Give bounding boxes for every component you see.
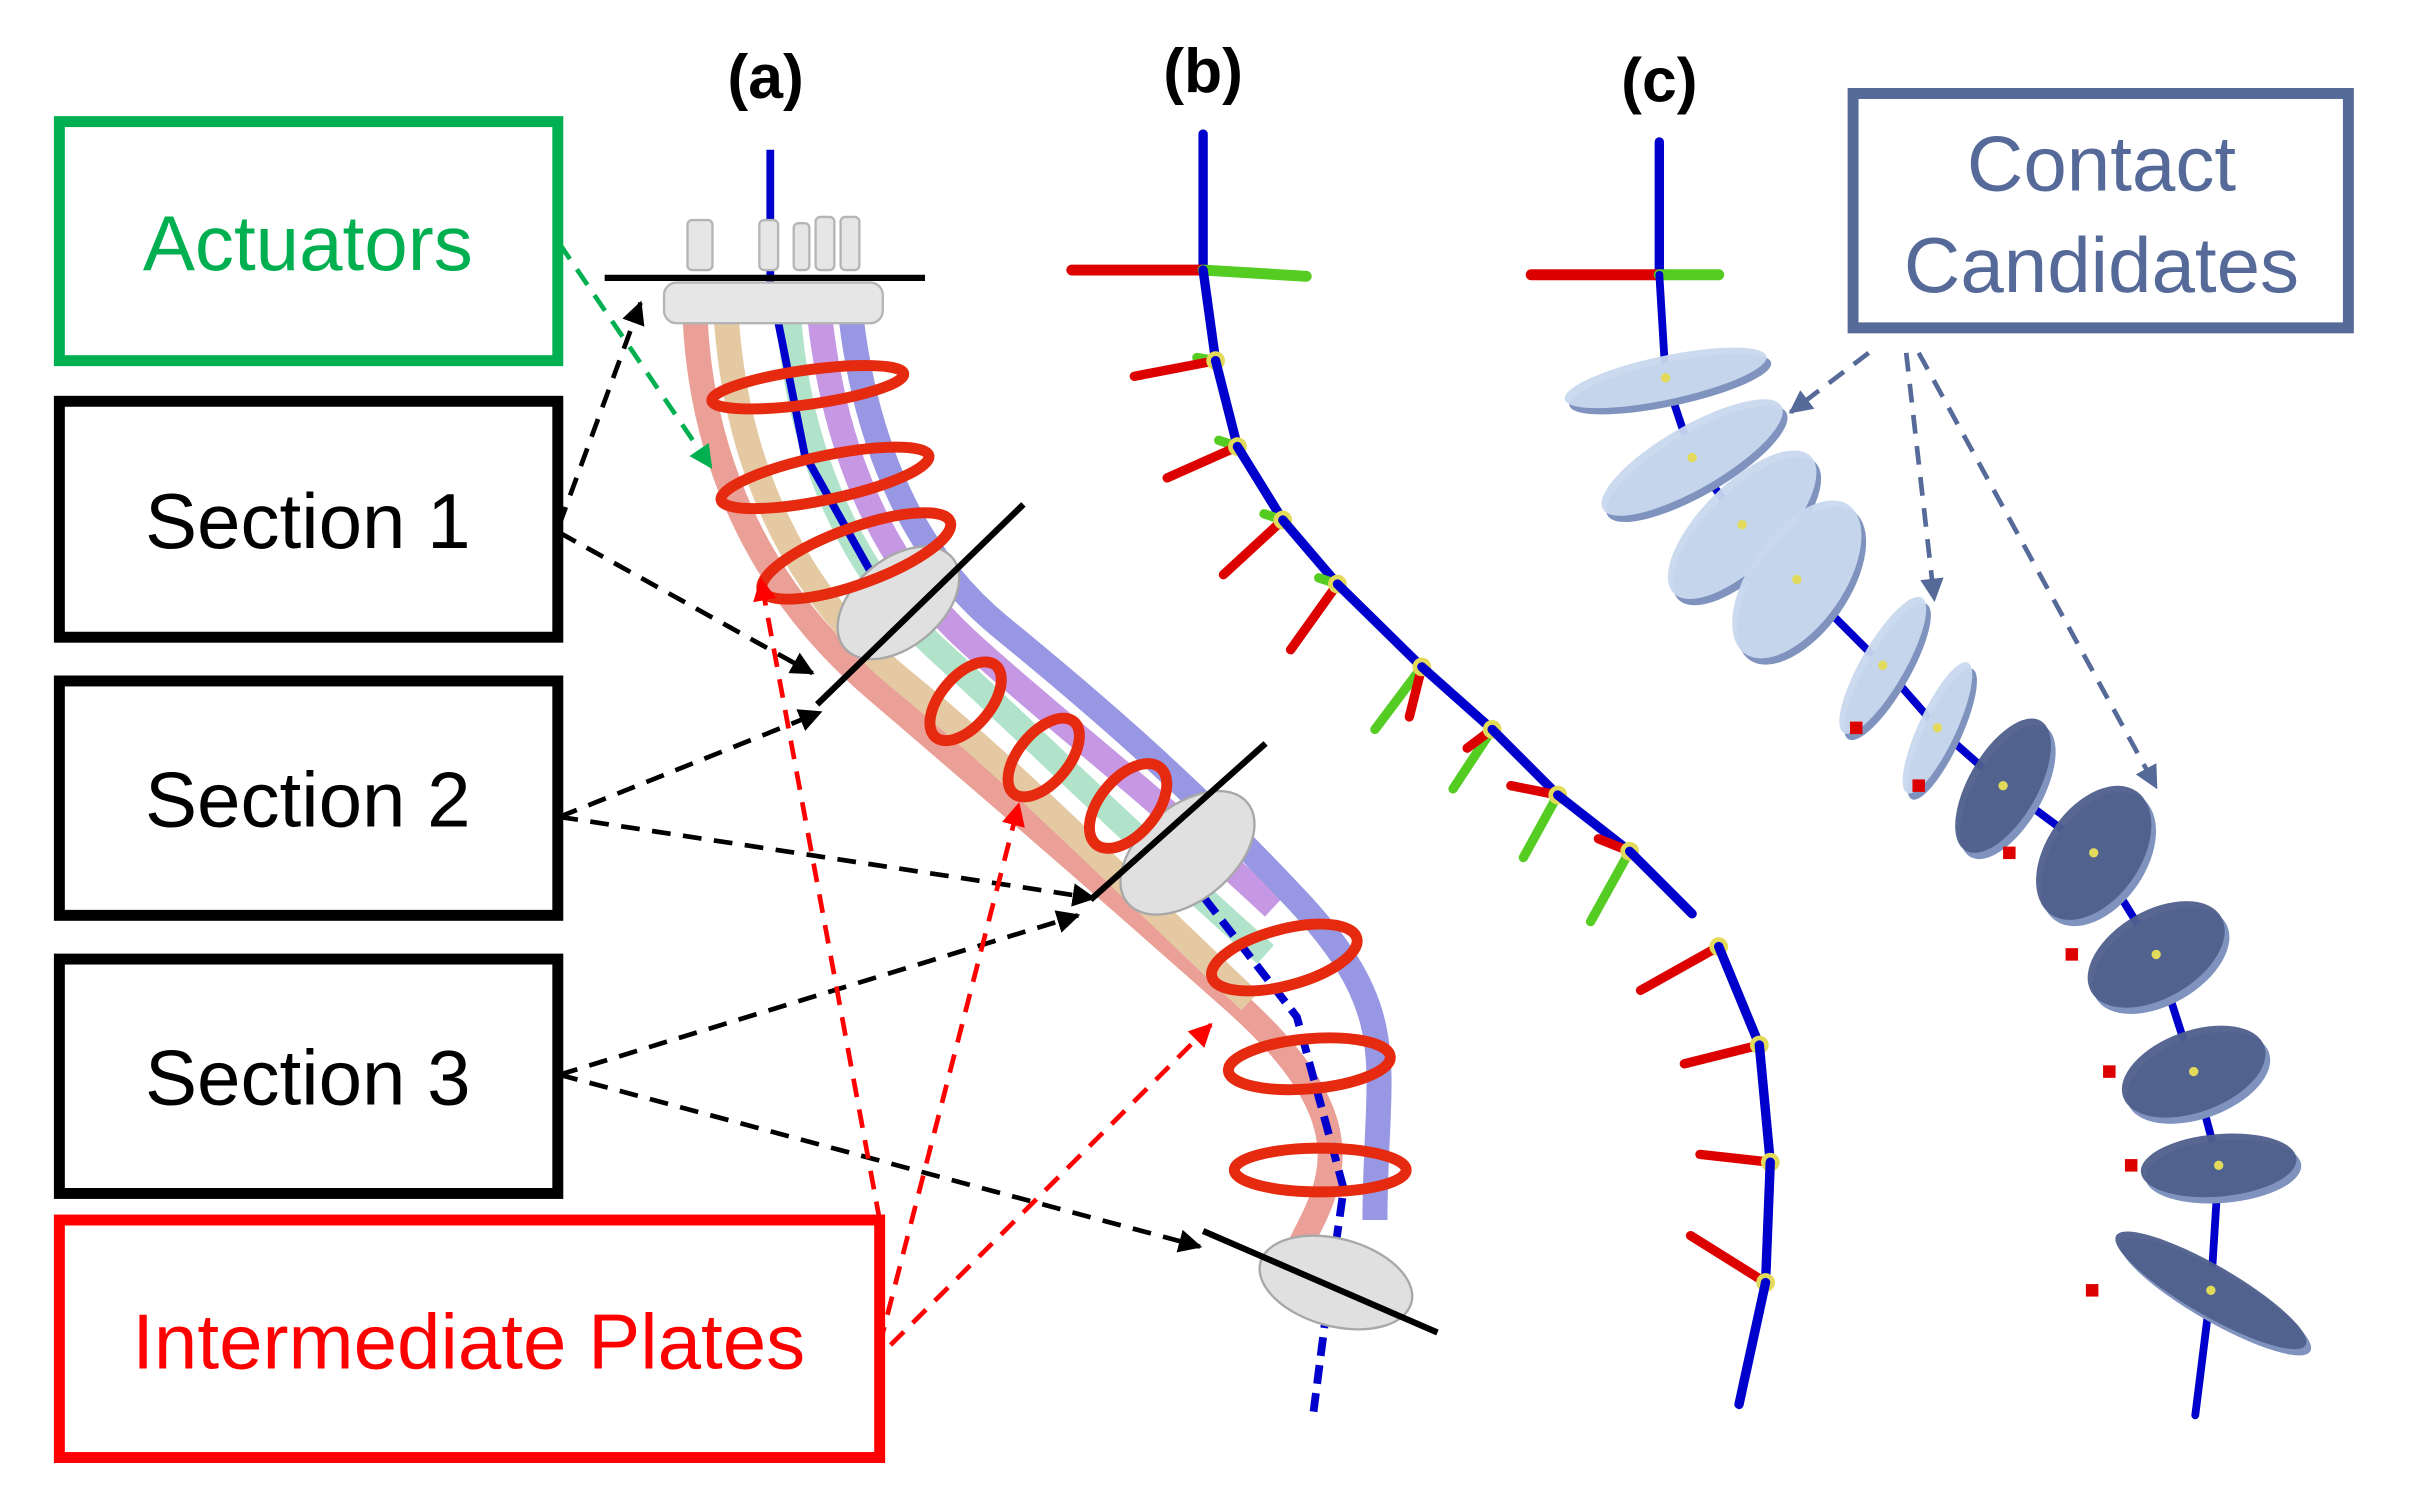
plate: [1002, 712, 1085, 803]
arrow-plates-2: [877, 802, 1025, 1346]
arrow-contact-3: [1916, 351, 2159, 790]
x-axis: [1695, 1149, 1775, 1167]
callout-intermediate-plates-label: Intermediate Plates: [132, 1297, 805, 1385]
section-boundary-1-2: [814, 502, 1026, 707]
arrow-actuators: [557, 242, 713, 469]
backbone-segment: [1754, 1040, 1775, 1167]
callout-intermediate-plates: Intermediate Plates: [53, 1214, 886, 1463]
actuator-blocks: [662, 215, 884, 325]
backbone-segment: [1760, 1157, 1775, 1288]
joint: [2089, 848, 2099, 858]
joint: [1932, 723, 1943, 733]
y-axis: [1518, 790, 1563, 863]
actuator-block: [814, 215, 836, 272]
panel-c-disks: [1525, 137, 2312, 1420]
callout-section-3-label: Section 3: [145, 1033, 471, 1121]
arrow-section2-bottom: [559, 814, 1097, 907]
backbone-segment: [1278, 515, 1343, 589]
coupler-1: [836, 545, 961, 661]
actuator-block: [686, 218, 714, 272]
x-axis-stub: [2003, 846, 2016, 860]
backbone-segment: [1332, 579, 1427, 672]
arrow-section1-top: [557, 300, 645, 526]
callout-contact-candidates: Contact Candidates: [1847, 88, 2354, 334]
x-axis-stub: [2103, 1065, 2116, 1078]
joint: [1660, 373, 1671, 383]
callout-actuators-label: Actuators: [143, 199, 473, 287]
arrow-contact-1: [1788, 350, 1871, 415]
leader-arrows: [557, 242, 2159, 1347]
joint: [2214, 1160, 2224, 1171]
y-axis: [1585, 846, 1635, 927]
joint: [1737, 520, 1747, 530]
joint: [1792, 574, 1802, 585]
joint: [1998, 780, 2008, 791]
backbone-tip: [1734, 1277, 1771, 1410]
plate: [924, 656, 1007, 747]
plate: [1206, 918, 1363, 997]
plate: [1228, 1142, 1412, 1198]
callout-actuators: Actuators: [53, 116, 564, 367]
tube-1: [682, 320, 1343, 1257]
arrow-plates-3: [888, 1023, 1213, 1347]
arrow-section3-top: [558, 910, 1081, 1077]
panel-b-frames: [1066, 129, 1780, 1410]
plate: [1222, 1032, 1396, 1096]
panel-label-a: (a): [727, 42, 803, 112]
panel-label-c: (c): [1621, 45, 1697, 115]
x-axis: [1635, 941, 1724, 996]
x-axis: [1218, 515, 1288, 580]
callout-contact-candidates-line1: Contact: [1967, 119, 2236, 207]
arrow-plates-1: [753, 577, 882, 1221]
actuator-block: [839, 215, 861, 272]
section-boundary-end: [1201, 1228, 1439, 1336]
x-axis-stub: [2065, 948, 2079, 961]
x-axis: [1285, 579, 1343, 655]
backbone-segment: [1232, 441, 1288, 525]
arrow-contact-2: [1903, 352, 1944, 603]
actuator-base: [662, 281, 884, 325]
x-axis: [1129, 355, 1221, 381]
callout-contact-candidates-line2: Candidates: [1904, 221, 2299, 309]
joint: [2151, 949, 2161, 960]
coupler-3: [1258, 1234, 1414, 1331]
callout-section-3: Section 3: [53, 953, 564, 1199]
x-axis-stub: [2085, 1284, 2099, 1297]
joint: [1687, 452, 1697, 463]
plate: [706, 360, 910, 415]
x-axis: [1685, 1230, 1771, 1288]
x-axis-stub: [2124, 1159, 2138, 1172]
x-axis: [1162, 441, 1243, 483]
section-boundary-2-3: [1088, 741, 1268, 903]
actuator-block: [758, 218, 780, 272]
callout-section-1: Section 1: [53, 395, 564, 643]
arrow-section1-bottom: [558, 530, 815, 676]
panel-a-robot: [604, 149, 1439, 1421]
x-axis-stub: [1912, 779, 1925, 792]
backbone-segment: [1487, 724, 1563, 800]
actuator-block: [792, 221, 811, 272]
callout-section-2-label: Section 2: [145, 755, 471, 843]
arrow-section2-top: [558, 709, 823, 820]
backbone-segment: [1198, 265, 1221, 366]
x-axis-stub: [1849, 721, 1863, 735]
y-axis: [1370, 662, 1427, 735]
backbone-segment: [1210, 355, 1243, 452]
backbone-segment: [1624, 846, 1697, 919]
x-axis: [1679, 1040, 1765, 1069]
backbone-segment: [1714, 941, 1765, 1050]
backbone-a-lower: [1184, 873, 1348, 1421]
plate: [715, 441, 935, 515]
arrow-section3-bottom: [558, 1072, 1203, 1253]
y-axis-base: [1197, 264, 1312, 282]
joint: [2189, 1066, 2199, 1077]
joint: [2206, 1285, 2216, 1296]
joint: [1878, 660, 1888, 671]
backbone-segment: [1417, 662, 1497, 735]
panel-label-b: (b): [1163, 36, 1243, 106]
callout-section-2: Section 2: [53, 675, 564, 921]
callout-section-1-label: Section 1: [145, 477, 471, 565]
plate: [1083, 758, 1173, 854]
